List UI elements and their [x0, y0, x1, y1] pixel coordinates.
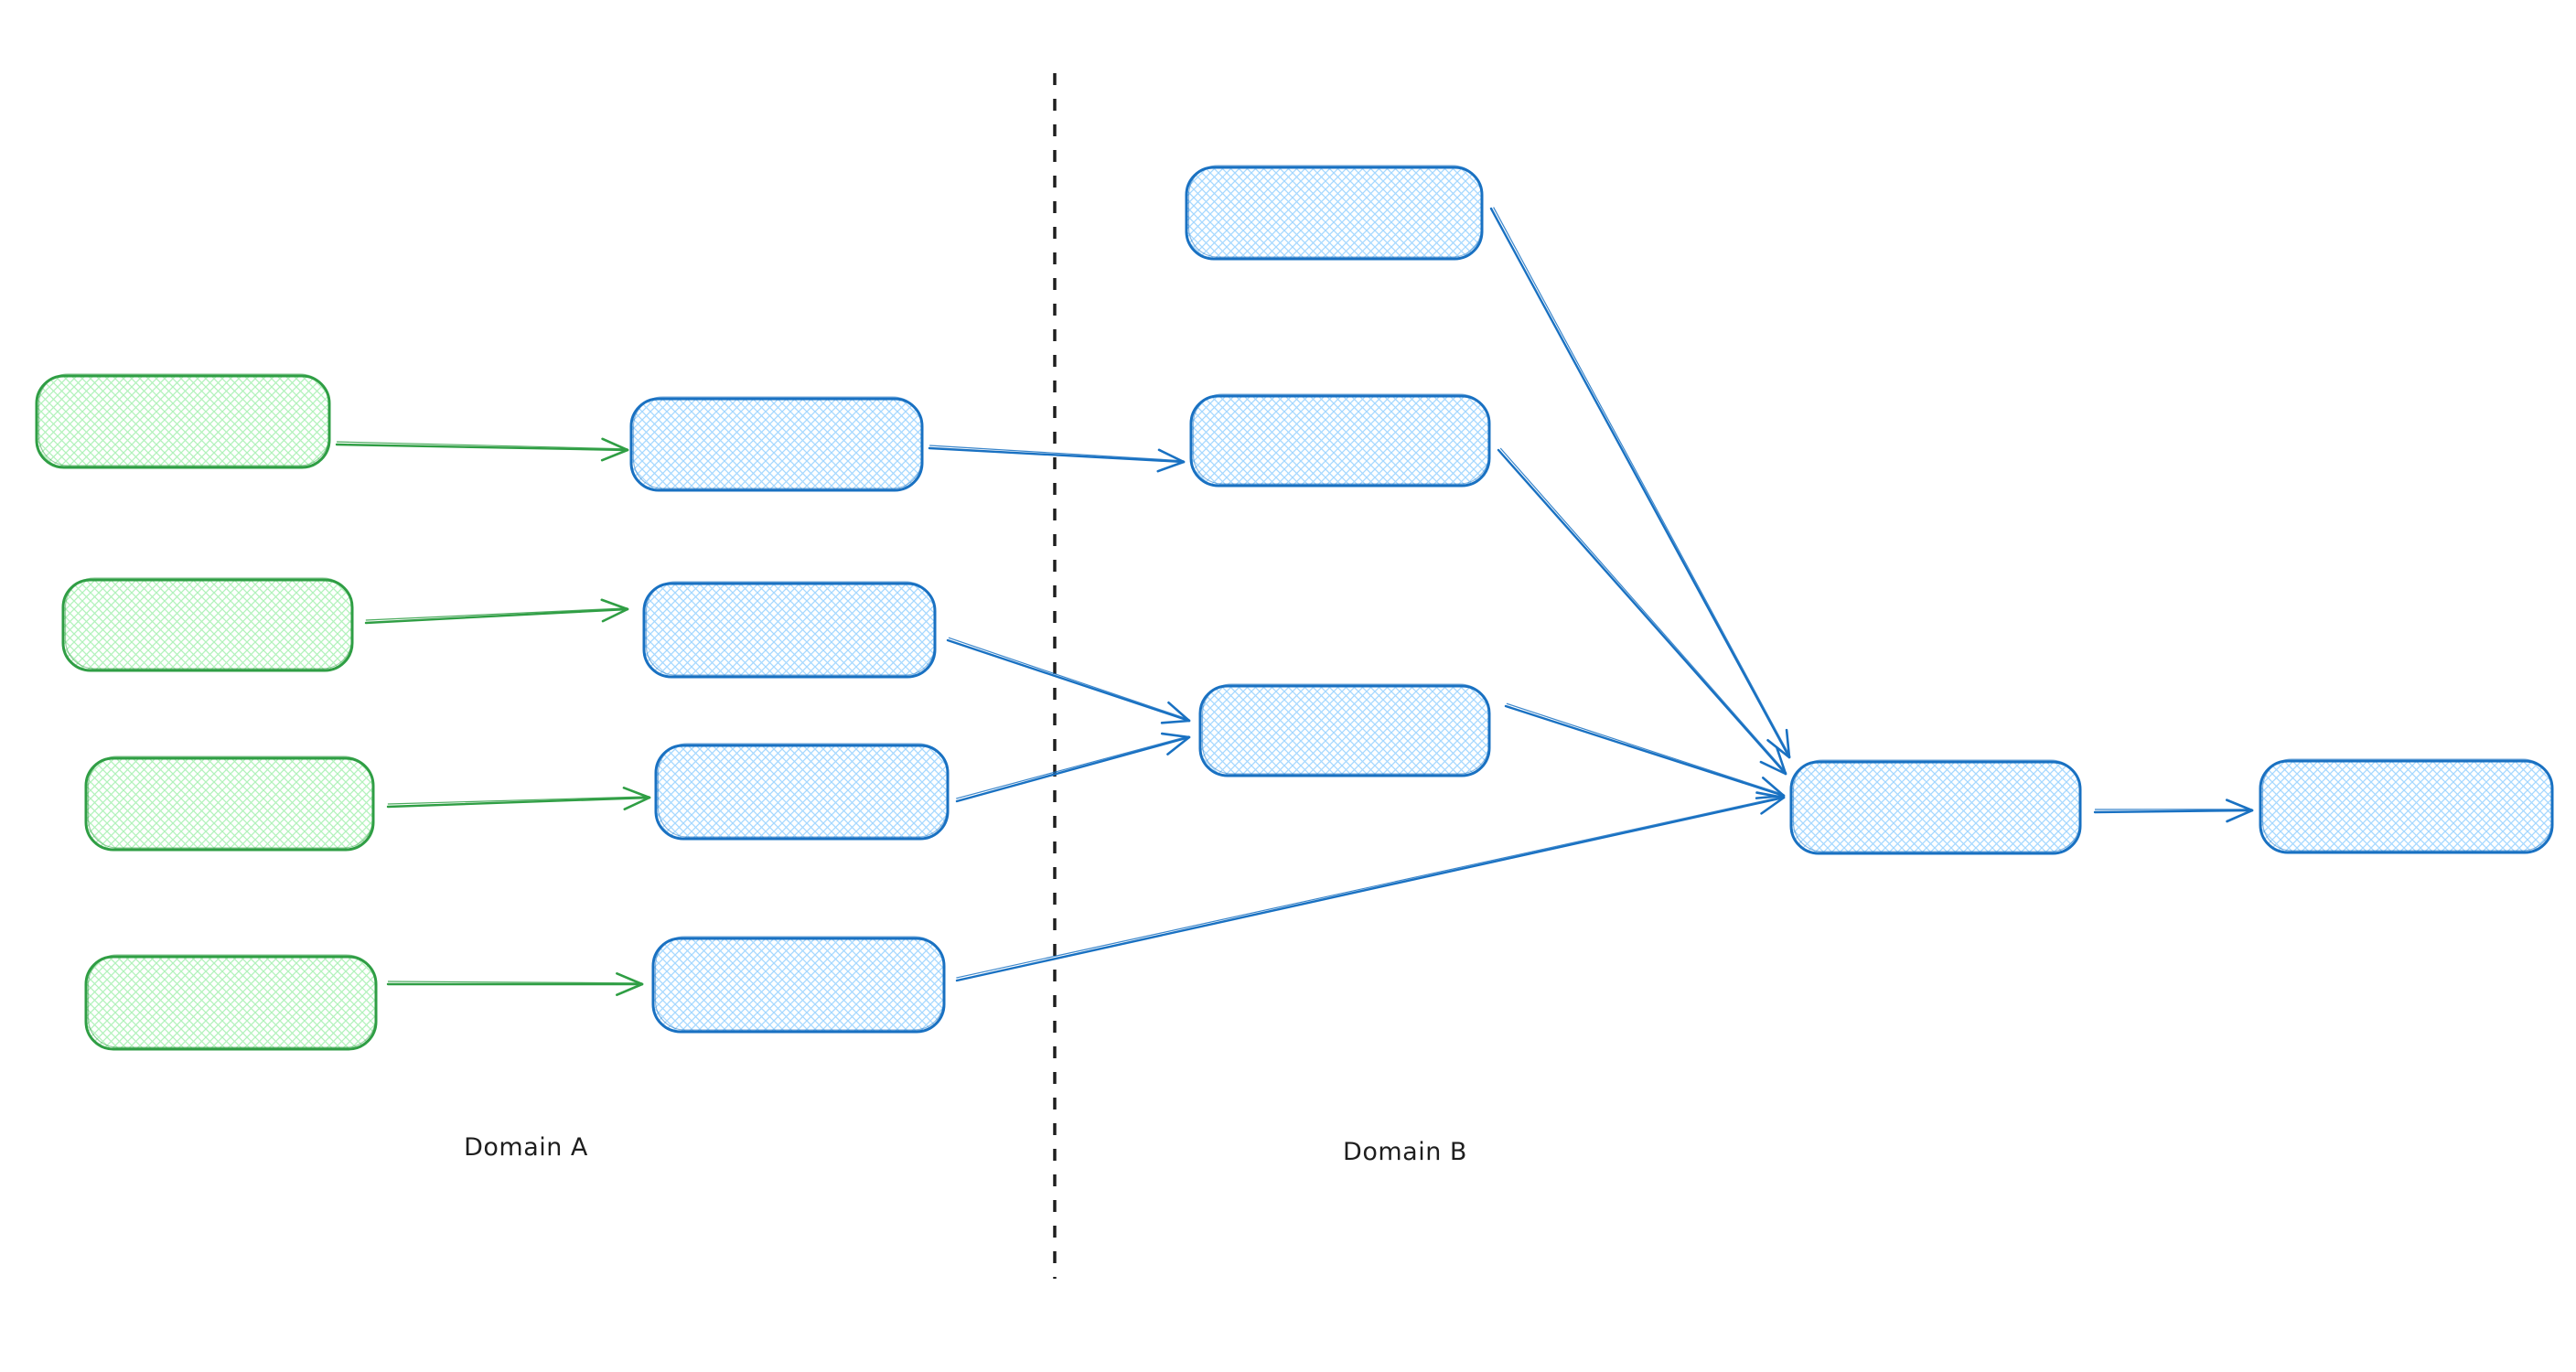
- arrow-green-1[interactable]: [335, 437, 629, 462]
- domain-a-green-box-3[interactable]: [84, 756, 375, 852]
- domain-b-box-middle[interactable]: [1189, 393, 1491, 488]
- arrow-a4-to-merge[interactable]: [955, 791, 1786, 982]
- arrow-a3-to-b-lower[interactable]: [955, 732, 1191, 803]
- arrow-green-2[interactable]: [364, 598, 629, 625]
- arrow-b-lower-to-merge[interactable]: [1504, 702, 1786, 799]
- arrow-green-3[interactable]: [386, 786, 651, 810]
- domain-b-box-lower[interactable]: [1198, 683, 1491, 777]
- arrow-b-top-to-merge[interactable]: [1489, 207, 1791, 759]
- arrow-a2-to-b-lower[interactable]: [946, 637, 1191, 724]
- arrow-b-middle-to-merge[interactable]: [1497, 447, 1787, 776]
- domain-a-green-box-2[interactable]: [61, 577, 354, 672]
- arrow-merge-to-output[interactable]: [2093, 799, 2254, 823]
- arrow-a1-to-b-middle[interactable]: [928, 445, 1186, 473]
- domain-b-merge-box[interactable]: [1789, 759, 2082, 855]
- domain-b-box-top[interactable]: [1185, 165, 1484, 261]
- domain-a-green-box-4[interactable]: [84, 954, 378, 1051]
- domain-a-blue-box-4[interactable]: [651, 936, 946, 1034]
- arrow-green-4[interactable]: [386, 972, 644, 996]
- domain-a-blue-box-1[interactable]: [629, 396, 924, 492]
- domain-a-green-box-1[interactable]: [35, 373, 331, 469]
- domain-a-blue-box-3[interactable]: [654, 743, 950, 841]
- domain-a-blue-box-2[interactable]: [642, 581, 937, 679]
- domain-a-label[interactable]: Domain A: [464, 1133, 588, 1162]
- domain-b-label[interactable]: Domain B: [1343, 1138, 1467, 1166]
- domain-b-output-box[interactable]: [2259, 758, 2554, 854]
